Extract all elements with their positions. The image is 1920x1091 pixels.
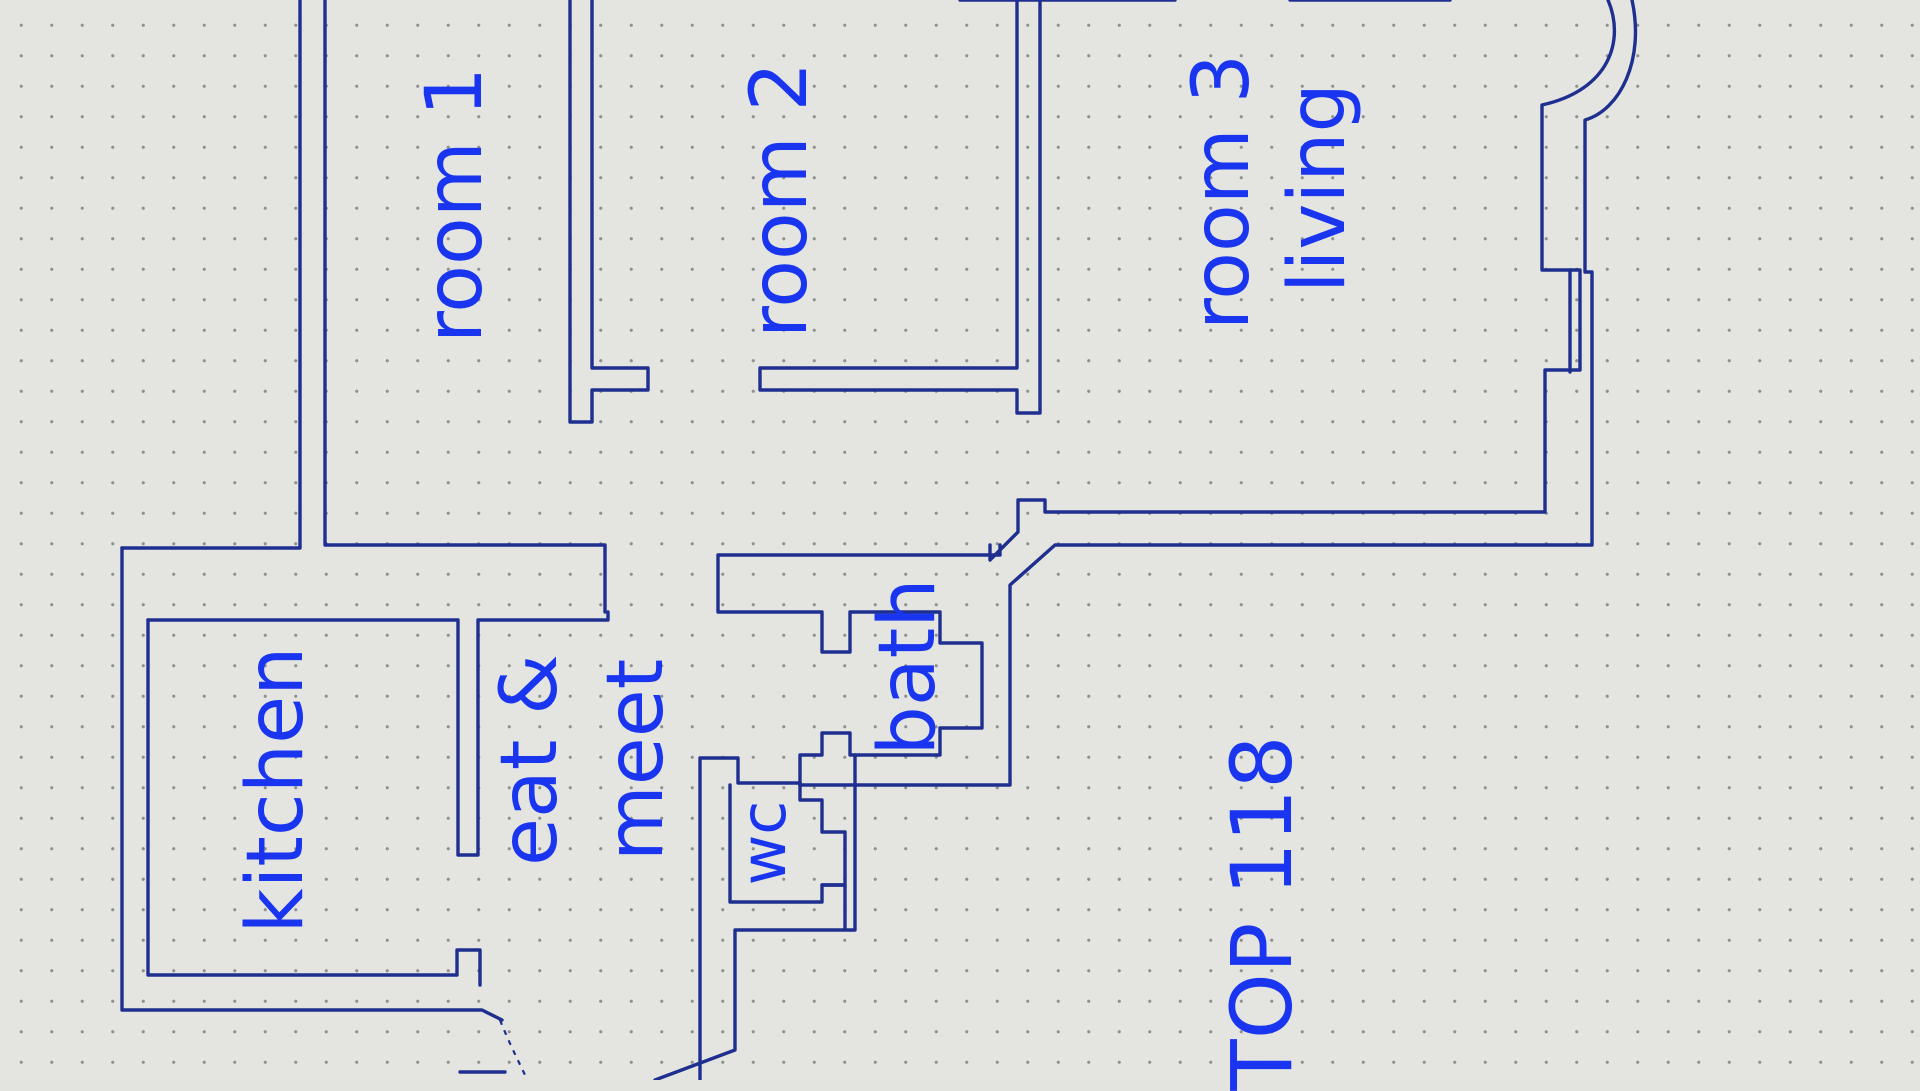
- room3-label: room 3: [1177, 53, 1267, 331]
- top-118-label: TOP 118: [1213, 735, 1311, 1091]
- room1-label: room 1: [410, 66, 500, 344]
- kitchen-inner-wall: [146, 618, 482, 987]
- meet-label: meet: [591, 658, 681, 862]
- room2-room3-divider: [758, 0, 1042, 415]
- eat-and-label: eat &: [485, 654, 575, 866]
- living-room-outer-wall: [853, 0, 1638, 787]
- outer-wall-left: [120, 0, 607, 614]
- bath-label: bath: [863, 578, 953, 756]
- wc-label: wc: [727, 800, 800, 886]
- wc-outer-walls: [653, 781, 857, 1080]
- kitchen-top-wall: [146, 610, 610, 857]
- room2-label: room 2: [735, 61, 825, 339]
- living-room-bay-wall: [988, 0, 1617, 562]
- kitchen-label: kitchen: [231, 646, 321, 934]
- room1-room2-divider: [568, 0, 650, 424]
- wc-walls: [698, 756, 847, 1080]
- living-label: living: [1273, 82, 1363, 294]
- entrance-door-swing: [498, 1019, 526, 1076]
- bath-walls: [716, 543, 1002, 787]
- kitchen-outer-wall: [120, 546, 504, 1022]
